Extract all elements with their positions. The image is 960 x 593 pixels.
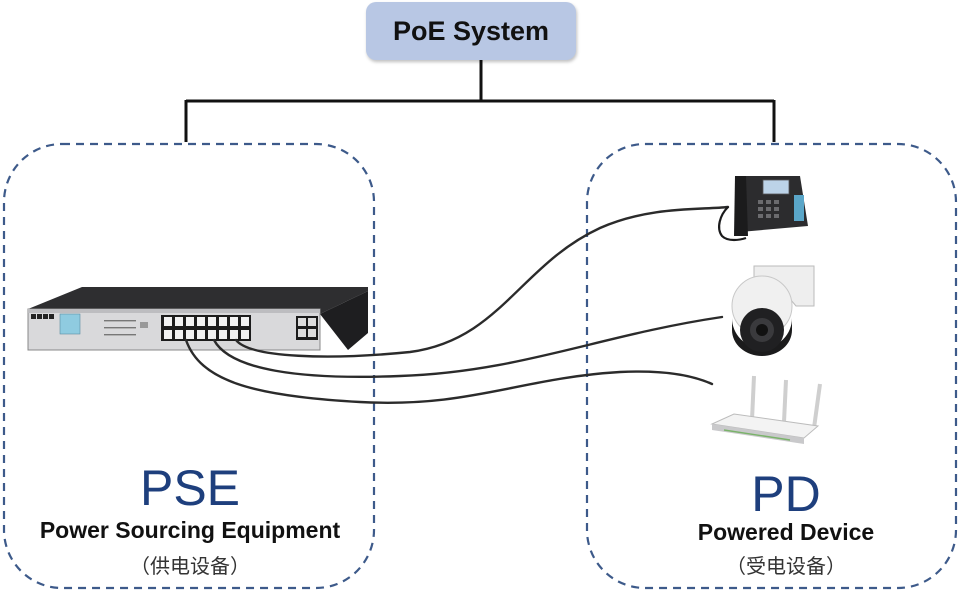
ip-phone-icon (718, 176, 808, 242)
tree-connector (184, 60, 776, 142)
pse-chinese-name: （供电设备） (130, 554, 250, 578)
pse-group-border (2, 142, 376, 590)
pse-full-name: Power Sourcing Equipment (39, 517, 341, 543)
pd-chinese-name: （受电设备） (726, 554, 846, 578)
pd-full-name: Powered Device (697, 519, 875, 545)
pd-abbreviation: PD (751, 466, 821, 522)
ethernet-cables (184, 205, 730, 404)
ptz-camera-icon (731, 265, 815, 356)
wifi-router-icon (710, 375, 822, 444)
poe-system-title: PoE System (366, 2, 576, 60)
pd-group-border (585, 142, 958, 590)
poe-switch-icon (27, 287, 368, 351)
pse-abbreviation: PSE (139, 460, 241, 516)
